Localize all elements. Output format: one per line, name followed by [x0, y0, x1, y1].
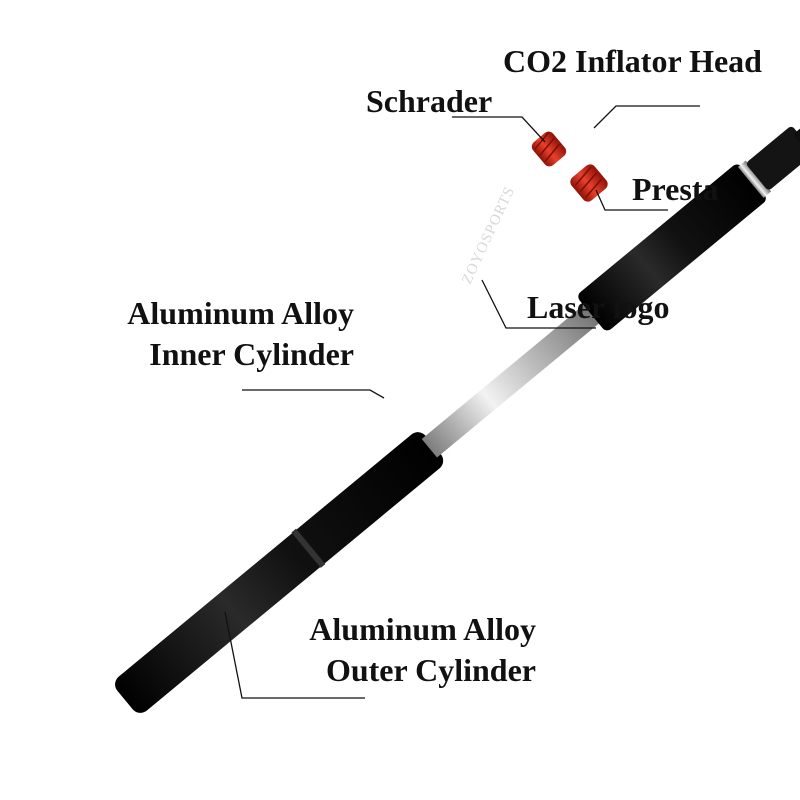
label-outer-cylinder-line1: Aluminum Alloy: [309, 611, 536, 647]
label-co2-inflator-head: CO2 Inflator Head: [503, 43, 762, 79]
leader-lines: [224, 105, 700, 699]
label-outer-cylinder: Aluminum Alloy Outer Cylinder: [270, 611, 536, 689]
outer-cylinder-leader: [224, 611, 365, 699]
label-laser-logo: Laser logo: [527, 289, 670, 325]
inner-cylinder-leader: [242, 389, 385, 399]
label-inner-cylinder: Aluminum Alloy Inner Cylinder: [90, 295, 354, 373]
outer-cylinder: [115, 432, 444, 713]
label-inner-cylinder-line2: Inner Cylinder: [149, 336, 354, 373]
co2-head-leader: [593, 105, 700, 129]
label-schrader: Schrader: [366, 83, 493, 119]
laser-logo-text: ZOYOSPORTS: [459, 184, 518, 287]
label-inner-cylinder-line1: Aluminum Alloy: [127, 295, 354, 331]
chrome-ring: [737, 160, 772, 198]
presta-leader: [595, 189, 668, 211]
presta-knob: [570, 164, 608, 202]
pump-body: [115, 101, 800, 713]
outer-cylinder-ring: [291, 528, 326, 568]
laser-logo-leader: [481, 279, 596, 329]
handle-cylinder: [578, 164, 766, 331]
label-outer-cylinder-line2: Outer Cylinder: [325, 652, 536, 689]
inner-cylinder: [421, 298, 607, 458]
label-presta: Presta: [632, 171, 719, 207]
schrader-leader: [452, 116, 546, 143]
inflator-head-block: [746, 126, 800, 190]
schrader-knob: [531, 131, 567, 167]
